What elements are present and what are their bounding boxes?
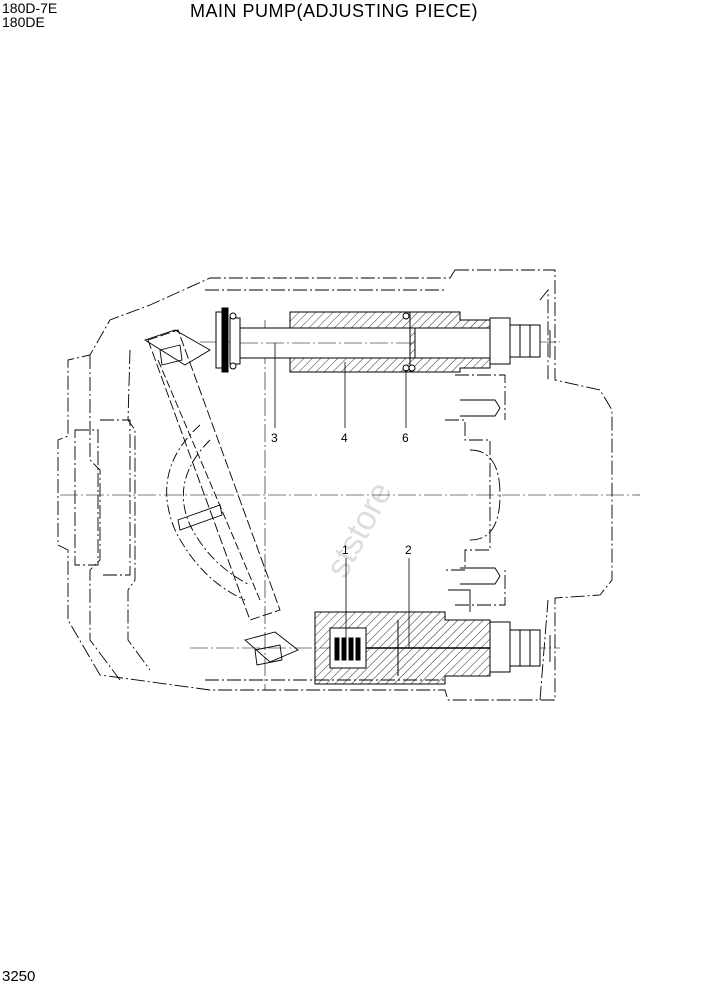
callout-part-1: 1 [342, 543, 349, 557]
model-number-primary: 180D-7E [2, 0, 58, 16]
callout-part-6: 6 [402, 431, 409, 445]
page-number: 3250 [2, 968, 36, 985]
callout-part-4: 4 [341, 431, 348, 445]
callout-part-3: 3 [271, 431, 278, 445]
page-title: MAIN PUMP(ADJUSTING PIECE) [190, 1, 479, 21]
callout-part-2: 2 [405, 543, 412, 557]
side-ports [448, 330, 551, 662]
lower-piston-assembly [314, 611, 541, 685]
swash-plate [143, 329, 299, 666]
callout-leaders [274, 343, 410, 648]
upper-piston-assembly [215, 307, 541, 373]
watermark: ststore [319, 476, 400, 584]
model-number-secondary: 180DE [2, 14, 45, 30]
